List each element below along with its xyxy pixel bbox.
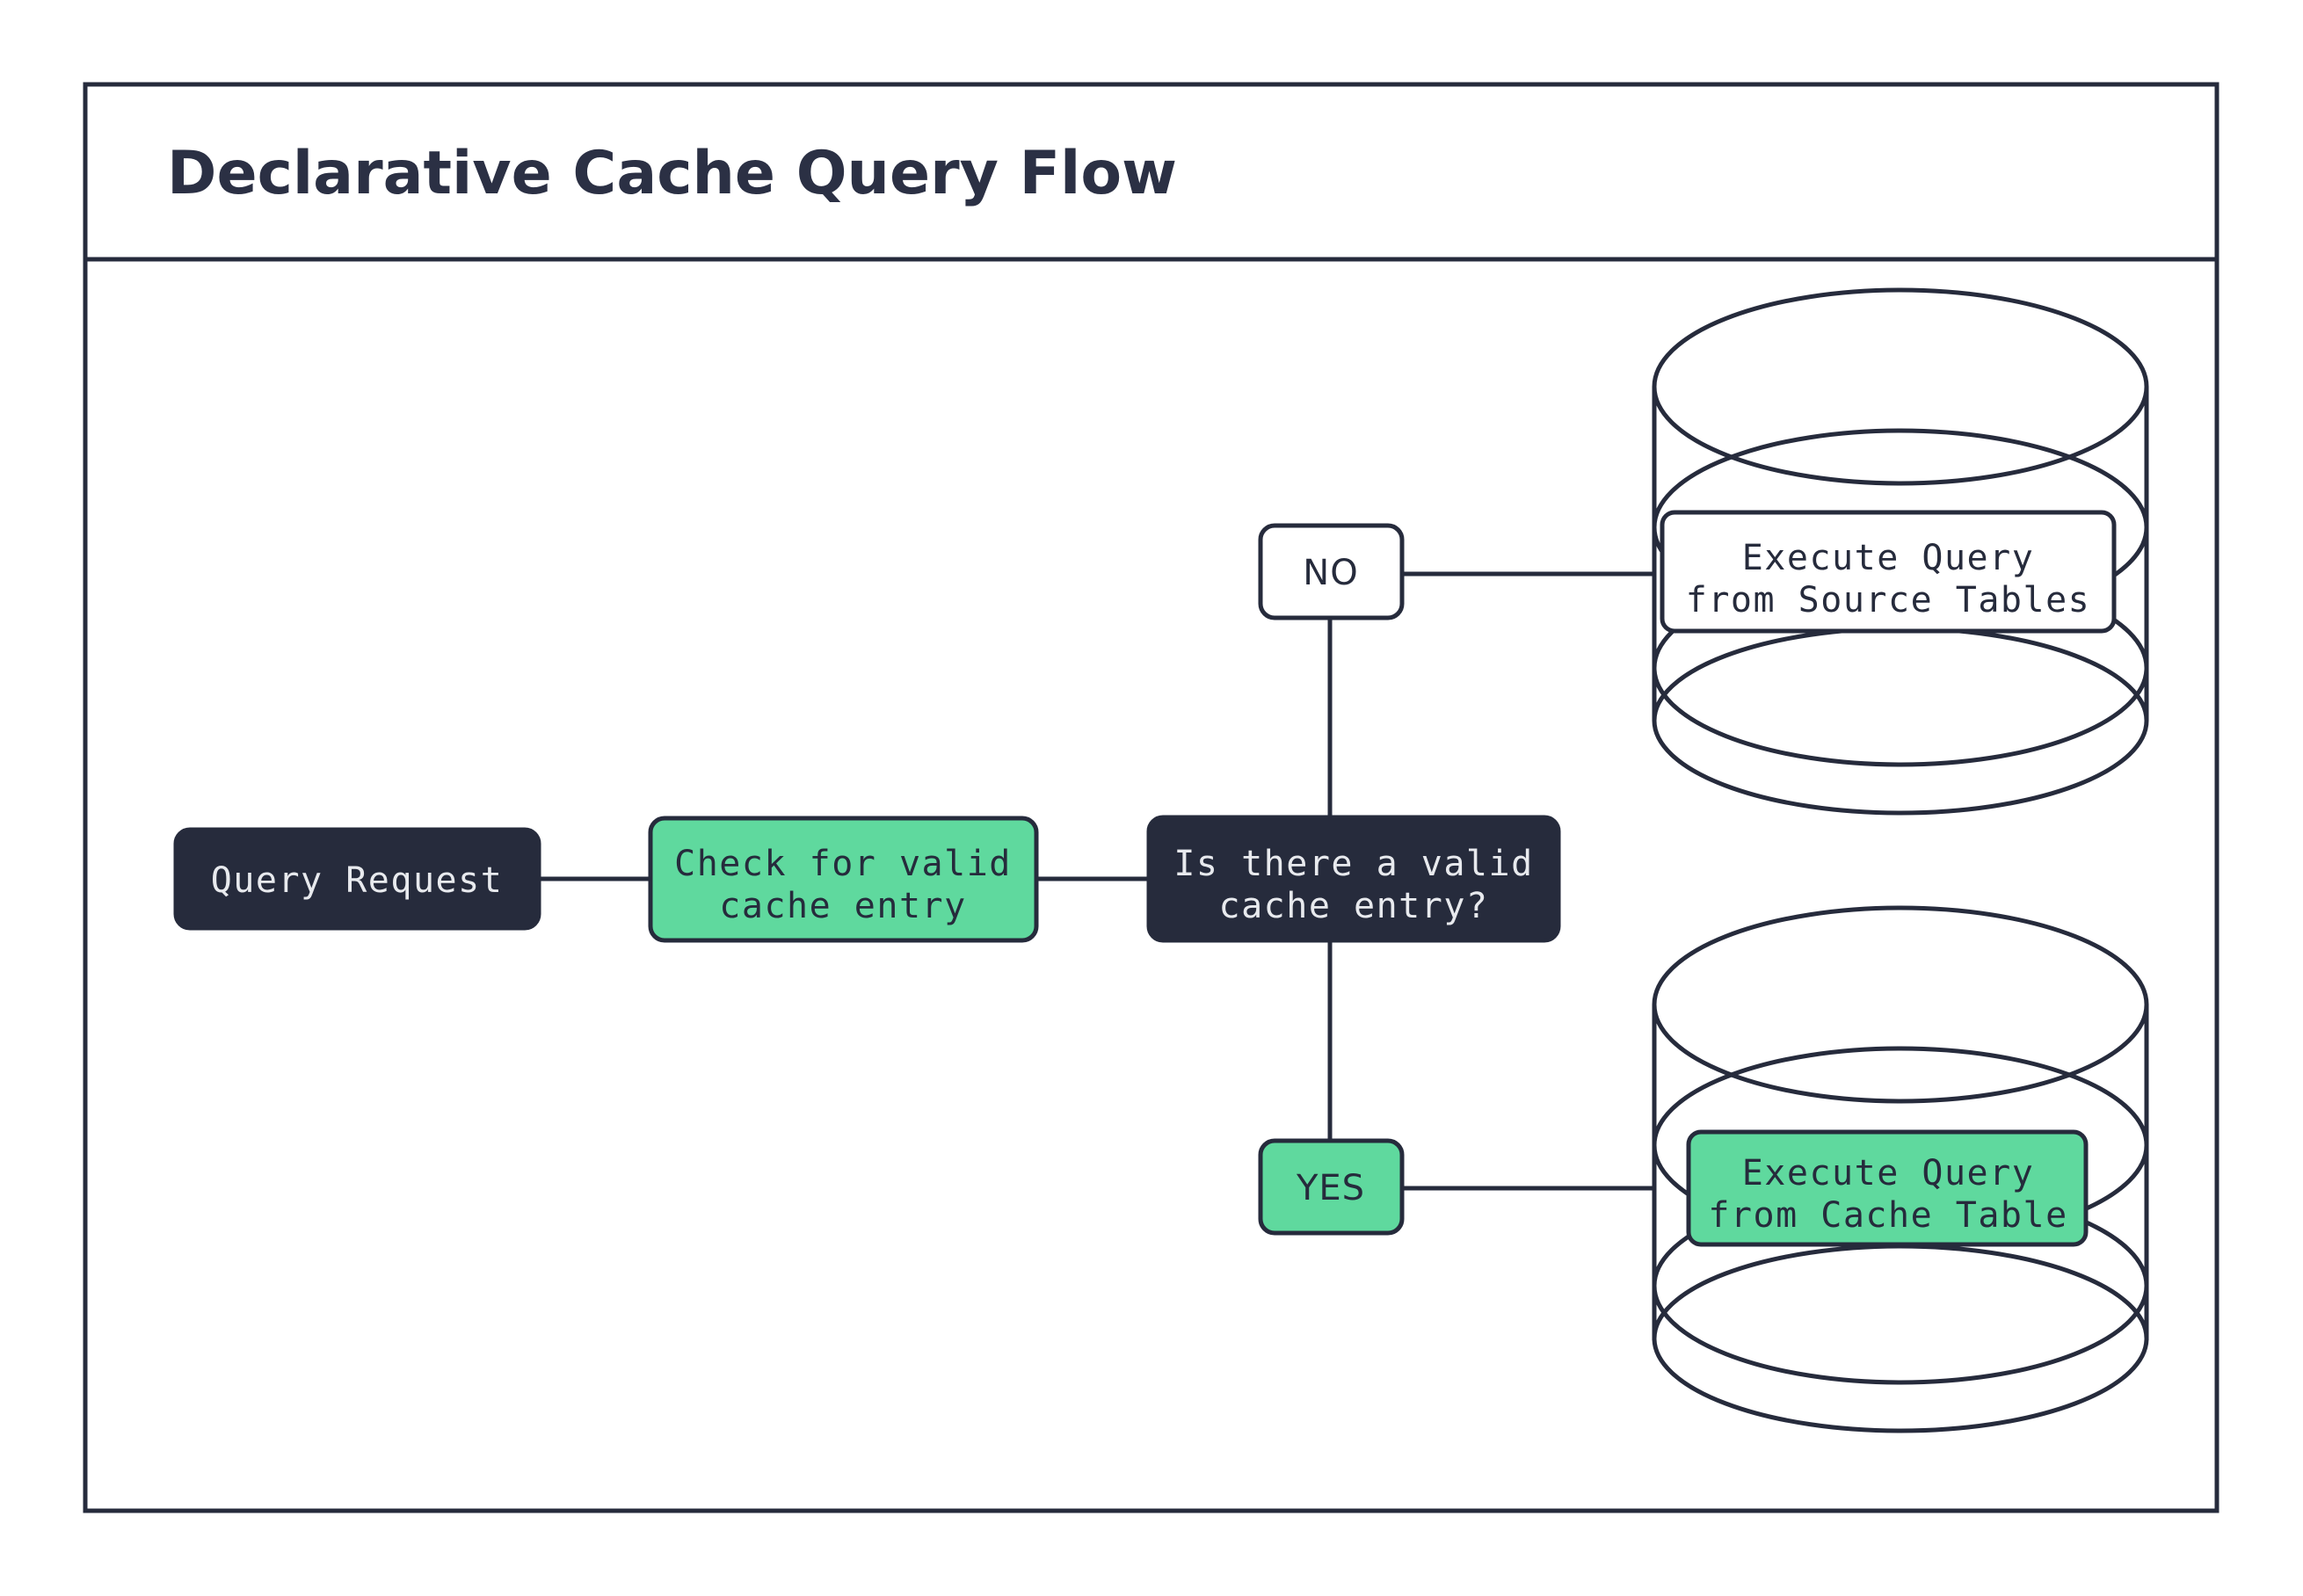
cache-cylinder-platter-bottom xyxy=(1652,1244,2149,1433)
decision-label-line2: cache entry? xyxy=(1219,886,1489,926)
cylinder-platter-bottom xyxy=(1652,626,2149,816)
branch-no-box[interactable] xyxy=(1258,523,1405,620)
check-cache-box[interactable] xyxy=(648,816,1039,943)
cache-table-label-line1: Execute Query xyxy=(1742,1153,2035,1193)
node-query-request[interactable]: Query Request xyxy=(173,827,541,931)
source-tables-label-line1: Execute Query xyxy=(1742,538,2035,578)
diagram-frame xyxy=(83,82,2219,1513)
check-cache-label-line1: Check for valid xyxy=(674,844,1012,884)
cache-cylinder-platter-top xyxy=(1652,905,2149,1104)
cache-table-box-shape xyxy=(1686,1129,2089,1247)
page-title: Declarative Cache Query Flow xyxy=(167,139,1177,208)
cache-table-label-line2: from Cache Table xyxy=(1708,1195,2067,1236)
branch-yes-box[interactable] xyxy=(1258,1138,1405,1236)
cylinder-platter-top xyxy=(1652,287,2149,486)
query-request-label: Query Request xyxy=(211,860,504,901)
decision-label-line1: Is there a valid xyxy=(1173,844,1533,884)
cache-table-label-box: Execute Query from Cache Table xyxy=(1686,1129,2089,1247)
source-tables-label-line2: from Source Tables xyxy=(1686,580,2090,620)
source-tables-label-box: Execute Query from Source Tables xyxy=(1660,510,2117,634)
decision-box[interactable] xyxy=(1146,815,1561,943)
branch-label-no[interactable]: NO xyxy=(1258,523,1405,620)
branch-no-text: NO xyxy=(1303,553,1358,593)
source-tables-box-shape xyxy=(1660,510,2117,634)
check-cache-label-line2: cache entry xyxy=(719,886,966,926)
query-request-box[interactable] xyxy=(173,827,541,931)
branch-label-yes[interactable]: YES xyxy=(1258,1138,1405,1236)
node-check-cache[interactable]: Check for valid cache entry xyxy=(648,816,1039,943)
branch-yes-text: YES xyxy=(1296,1168,1365,1208)
node-decision[interactable]: Is there a valid cache entry? xyxy=(1146,815,1561,943)
